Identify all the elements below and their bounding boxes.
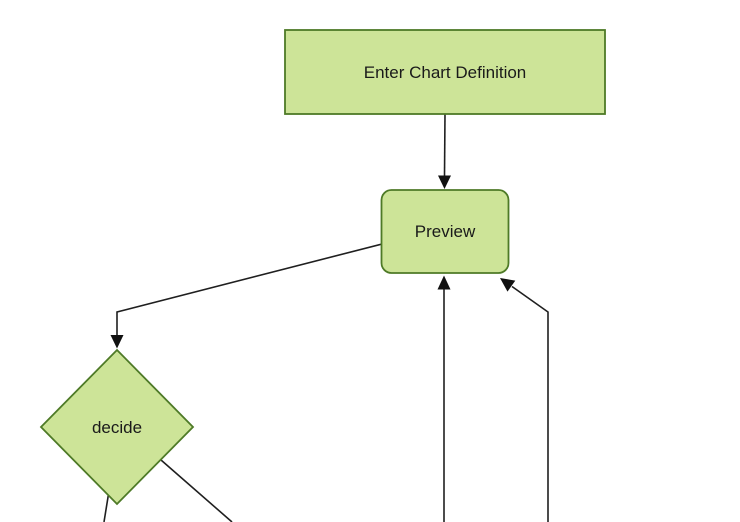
edge-decide-to-offscreen-right-line [160,459,233,522]
arrowhead-into-decide-top [110,335,124,349]
node-decide-shape [39,348,195,506]
node-enter-chart-definition-label: Enter Chart Definition [364,63,527,82]
edge-offscreen-to-preview-vertical [437,275,451,522]
arrowhead-into-preview-corner [500,278,516,292]
edge-enter-to-preview-line [443,113,446,177]
node-decide-label: decide [92,418,142,437]
arrowhead-into-preview-bottom [437,275,451,290]
arrowhead-into-preview-top [438,175,451,189]
node-enter-chart-definition-shape [284,29,606,115]
node-preview-shape [380,189,510,274]
node-preview-label: Preview [415,222,476,241]
node-enter-chart-definition: Enter Chart Definition [284,29,606,115]
edge-offscreen-to-preview-diagonal-line [511,285,549,522]
edge-offscreen-to-preview-diagonal [500,278,549,522]
node-preview: Preview [380,189,510,274]
edge-preview-to-decide [110,243,383,349]
edge-preview-to-decide-line [116,243,383,336]
node-decide: decide [39,348,195,506]
edge-enter-to-preview [438,113,451,189]
